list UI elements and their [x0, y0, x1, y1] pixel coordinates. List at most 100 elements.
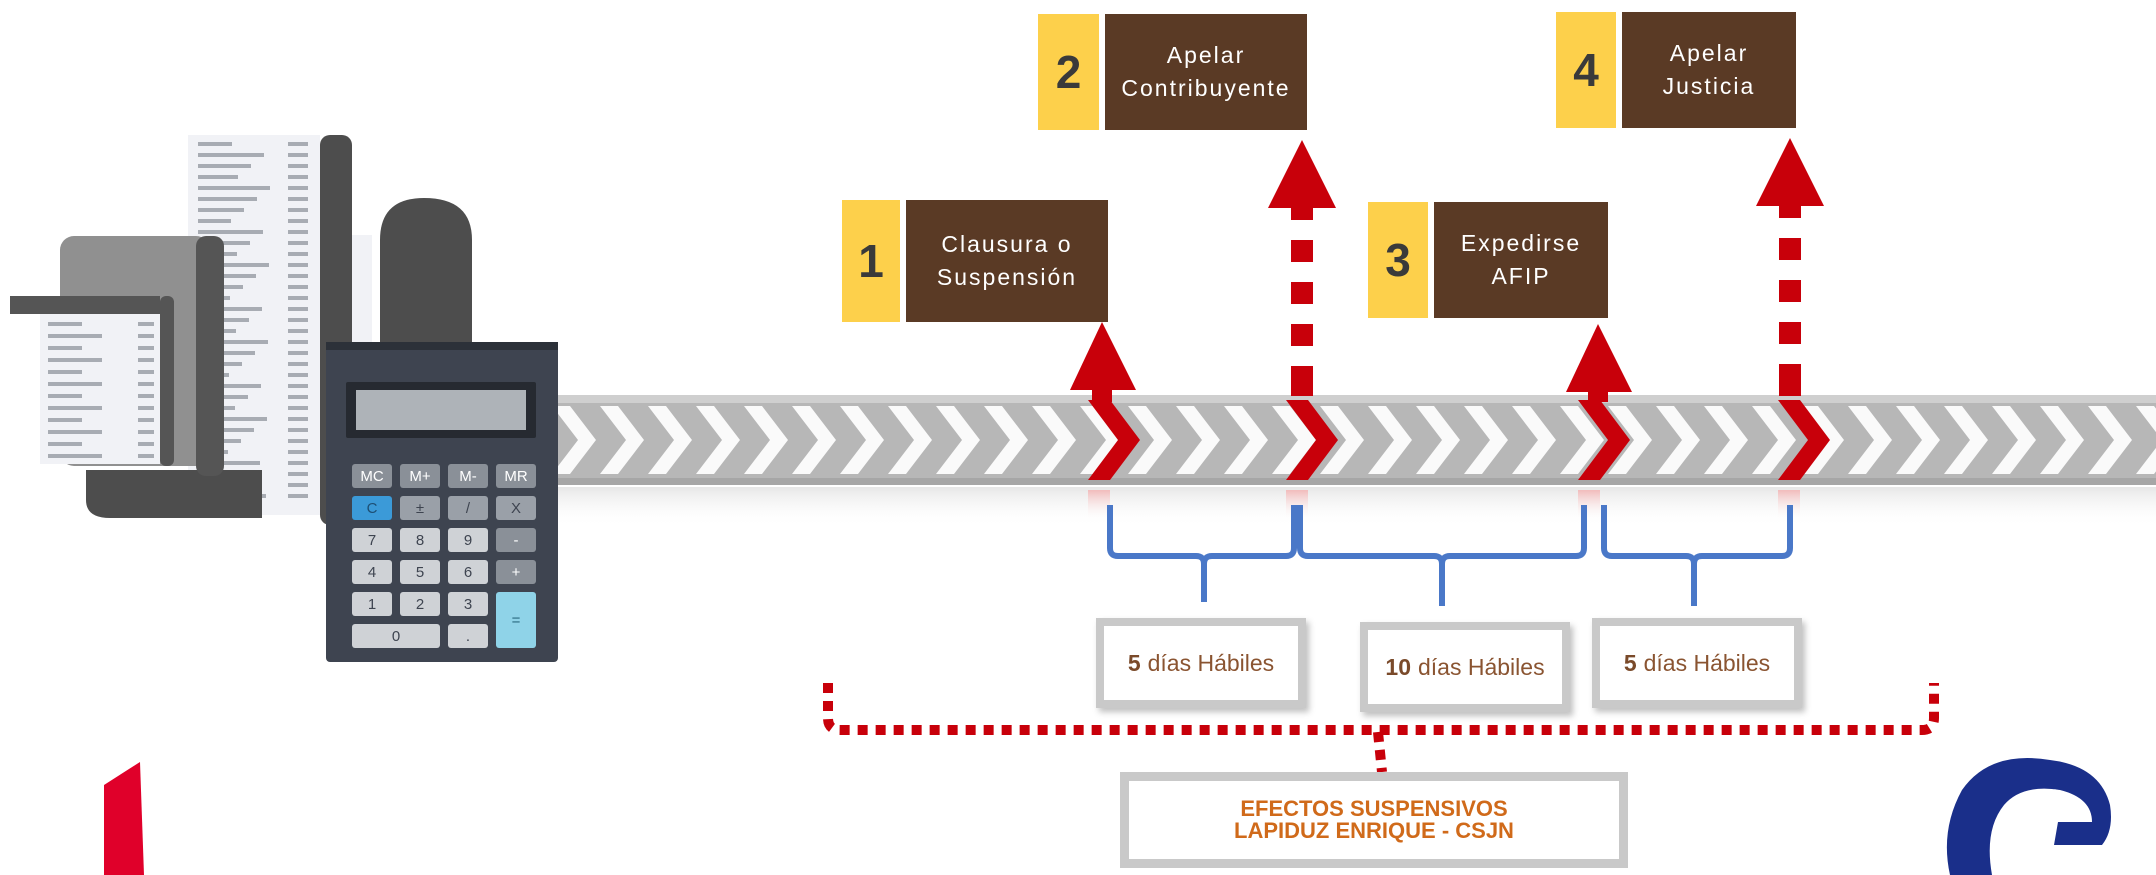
timeline-chevron: [1512, 406, 1556, 474]
receipt-line: [288, 175, 308, 179]
receipt-line: [48, 442, 82, 446]
receipt-line: [198, 219, 231, 223]
timeline-chevron: [1464, 406, 1508, 474]
receipt-line: [288, 230, 308, 234]
calculator-key: [352, 560, 392, 584]
timeline-chevron: [1032, 406, 1076, 474]
arrow-up-step-2: [1268, 140, 1336, 396]
calculator-key-label: 4: [368, 564, 376, 581]
calculator-key: [496, 560, 536, 584]
receipt-curl: [86, 470, 262, 518]
receipt-line: [48, 322, 82, 326]
receipt-line: [288, 340, 308, 344]
calculator-key: [352, 528, 392, 552]
period-braces: [1107, 505, 1793, 606]
receipt-line: [138, 442, 154, 446]
receipt-line: [48, 334, 102, 338]
calculator-key: [448, 560, 488, 584]
timeline-chevron: [648, 406, 692, 474]
receipt-line: [288, 197, 308, 201]
receipt-line: [48, 454, 102, 458]
receipt-line: [288, 252, 308, 256]
receipt-medium-icon: [10, 236, 224, 476]
calculator-key-label: ±: [416, 500, 424, 517]
receipt-line: [48, 394, 82, 398]
receipt-line: [288, 384, 308, 388]
timeline-chevron: [1992, 406, 2036, 474]
calculator-key-label: 0: [392, 628, 400, 645]
step-3-number: 3: [1368, 202, 1428, 318]
timeline-chevron: [1896, 406, 1940, 474]
receipt-line: [288, 461, 308, 465]
step-4-label: Apelar Justicia: [1622, 12, 1796, 128]
timeline-chevron: [2136, 406, 2156, 474]
calculator-key-label: M-: [459, 468, 477, 485]
timeline-chevron: [840, 406, 884, 474]
receipt-line: [48, 346, 82, 350]
calculator-key-label: X: [511, 500, 521, 517]
calculator-key-label: 3: [464, 596, 472, 613]
receipt-line: [288, 164, 308, 168]
receipt-line: [138, 370, 154, 374]
receipt-line: [288, 208, 308, 212]
brace-period-2: [1297, 505, 1587, 606]
calculator-key: [448, 592, 488, 616]
receipt-line: [138, 418, 154, 422]
calculator-key: [496, 592, 536, 648]
timeline-chevron: [1416, 406, 1460, 474]
timeline-chevrons: [552, 406, 2156, 474]
timeline-chevron: [744, 406, 788, 474]
receipt-line: [198, 307, 262, 311]
receipt-line: [288, 153, 308, 157]
calculator-key: [448, 528, 488, 552]
step-2: 2 Apelar Contribuyente: [1038, 14, 1307, 130]
brace-period-1: [1107, 505, 1297, 602]
timeline-chevron: [1176, 406, 1220, 474]
receipt-line: [288, 142, 308, 146]
receipt-line: [48, 358, 102, 362]
calculator-key: [352, 624, 440, 648]
receipt-line: [198, 384, 261, 388]
calculator-key-label: -: [514, 532, 519, 549]
receipt-line: [288, 219, 308, 223]
receipt-line: [198, 241, 250, 245]
receipt-line: [198, 263, 269, 267]
timeline-chevron: [1080, 406, 1124, 474]
timeline-chevron: [2040, 406, 2084, 474]
timeline-chevron: [1272, 406, 1316, 474]
receipt-line: [138, 394, 154, 398]
receipt-line: [48, 418, 82, 422]
calculator-key-label: MC: [360, 468, 383, 485]
arrow-up-step-4: [1756, 138, 1824, 396]
period-2-unit: días Hábiles: [1418, 653, 1545, 680]
calculator-key: [448, 624, 488, 648]
effects-line-1: EFECTOS SUSPENSIVOS: [1240, 796, 1508, 821]
brand-logo-blue: [1946, 758, 2111, 875]
timeline-chevron: [600, 406, 644, 474]
step-4: 4 Apelar Justicia: [1556, 12, 1796, 128]
receipt-line: [288, 285, 308, 289]
receipt-line: [48, 382, 102, 386]
period-1-amount: 5: [1127, 649, 1141, 676]
step-2-label: Apelar Contribuyente: [1105, 14, 1307, 130]
receipt-line: [198, 186, 270, 190]
arrow-up-step-1: [1070, 322, 1136, 402]
calculator-key-label: 6: [464, 564, 472, 581]
timeline-chevron: [1320, 406, 1364, 474]
period-3-unit: días Hábiles: [1643, 649, 1771, 676]
receipt-line: [288, 439, 308, 443]
timeline-chevron: [1224, 406, 1268, 474]
arrow-up-step-3: [1566, 324, 1632, 402]
receipt-line: [288, 318, 308, 322]
receipt-line: [198, 197, 257, 201]
step-1: 1 Clausura o Suspensión: [842, 200, 1108, 322]
receipt-line: [288, 274, 308, 278]
receipt-line: [48, 370, 82, 374]
timeline-chevron: [1800, 406, 1844, 474]
receipt-line: [198, 175, 238, 179]
period-box-2: 10 días Hábiles: [1360, 622, 1570, 712]
receipt-line: [288, 472, 308, 476]
calculator-key: [496, 528, 536, 552]
calculator-key-label: /: [466, 500, 471, 517]
